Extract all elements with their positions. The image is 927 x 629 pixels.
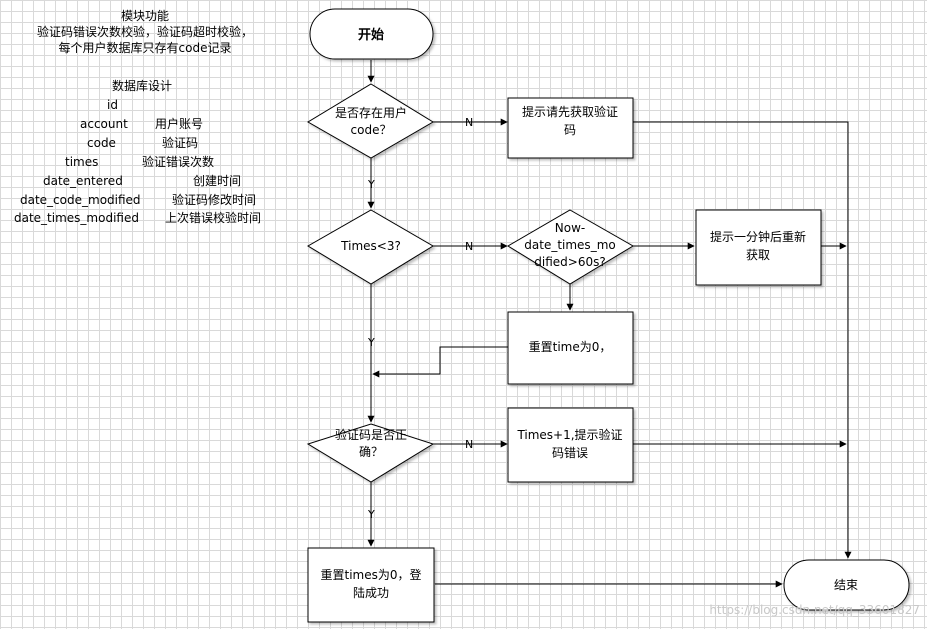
db-field-desc-date-times-modified: 上次错误校验时间 [165,211,262,225]
decision-times-label: Times<3? [340,239,401,253]
label-yes-times: Y [367,336,375,349]
decision-timeout-line2: date_times_mo [524,238,615,252]
box-get-code-first-line2: 码 [564,123,576,137]
box-get-code-first [507,97,634,159]
box-get-code-first-line1: 提示请先获取验证 [522,104,618,119]
module-notes-title: 模块功能 [120,9,169,23]
watermark: https://blog.csdn.net/qq_33601827 [709,603,920,617]
label-no-exists: N [465,116,473,129]
label-yes-exists: Y [367,178,375,191]
arrow-reset-back [372,346,508,378]
arrow-get-code-to-end [633,121,852,559]
label-yes-correct: Y [367,508,375,521]
end-label: 结束 [834,578,858,592]
box-login-success-line1: 重置times为0，登 [321,567,422,582]
box-wait-minute [695,209,822,286]
box-reset-time [507,311,634,385]
db-design-title: 数据库设计 [112,79,173,93]
decision-timeout-line1: Now- [555,221,585,235]
db-field-name-id: id [107,98,118,112]
decision-code-exists [307,83,434,159]
db-field-name-code: code [87,136,116,150]
decision-code-exists-line2: code？ [351,123,392,137]
db-field-name-date-times-modified: date_times_modified [14,211,139,225]
db-field-desc-account: 用户账号 [155,117,204,131]
decision-timeout [507,209,634,285]
box-wait-minute-line2: 获取 [746,248,770,262]
db-field-name-times: times [65,155,99,169]
db-field-desc-code: 验证码 [162,136,199,150]
label-no-times: N [465,240,473,253]
box-times-plus-line2: 码错误 [552,446,588,460]
end-terminal [783,559,910,611]
box-times-plus-line1: Times+1,提示验证 [516,427,622,442]
box-wait-minute-line1: 提示一分钟后重新 [710,229,806,244]
decision-code-correct [306,423,435,483]
db-field-desc-times: 验证错误次数 [142,155,215,169]
module-notes: 模块功能 验证码错误次数校验，验证码超时校验， 每个用户数据库只存有code记录 [0,8,290,56]
db-field-name-account: account [80,117,128,131]
connectors [367,60,852,588]
label-no-correct: N [465,438,473,451]
module-notes-line2: 每个用户数据库只存有code记录 [58,41,232,55]
decision-code-correct-line1: 验证码是否正 [335,427,407,442]
module-notes-line1: 验证码错误次数校验，验证码超时校验， [36,25,253,39]
start-label: 开始 [358,27,384,43]
decision-code-correct-line2: 确？ [359,445,383,459]
decision-times [307,209,434,285]
box-times-plus [507,407,634,483]
db-field-name-date-entered: date_entered [43,174,123,188]
db-field-name-date-code-modified: date_code_modified [20,193,141,207]
box-login-success-line2: 陆成功 [353,585,389,600]
decision-code-exists-line1: 是否存在用户 [335,105,407,120]
box-reset-time-label: 重置time为0， [529,340,612,354]
start-terminal [309,8,434,60]
box-login-success [307,547,435,623]
db-field-desc-date-code-modified: 验证码修改时间 [172,193,257,207]
decision-timeout-line3: dified>60s? [534,255,605,269]
db-field-desc-date-entered: 创建时间 [193,174,242,188]
